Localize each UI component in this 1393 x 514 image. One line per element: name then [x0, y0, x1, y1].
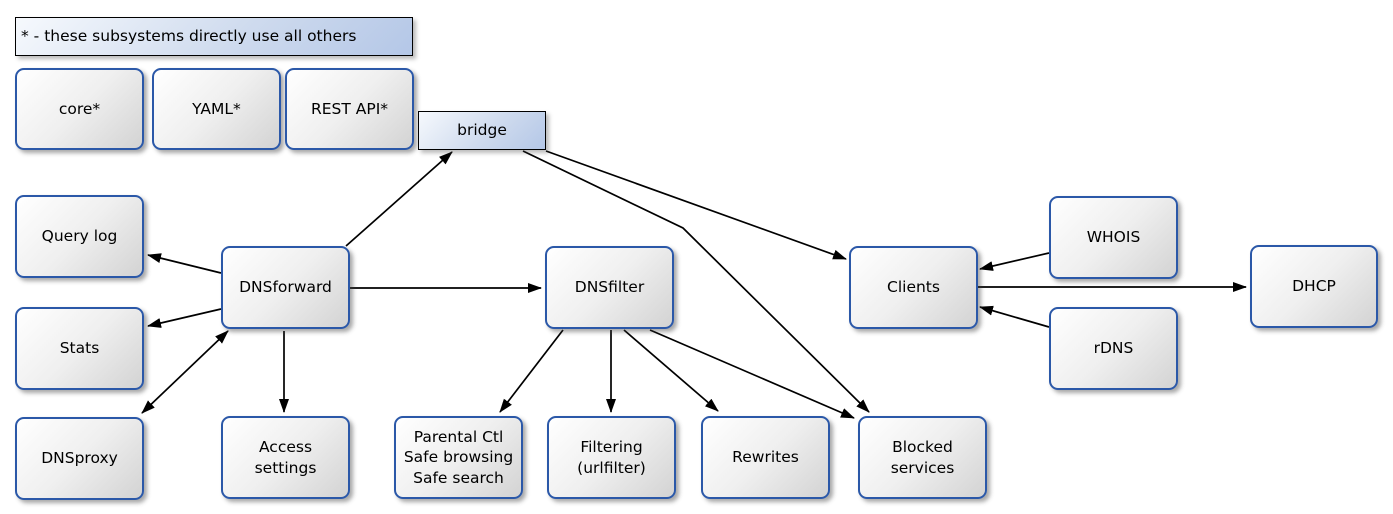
node-parental: Parental Ctl Safe browsing Safe search [394, 416, 523, 499]
node-filtering: Filtering (urlfilter) [547, 416, 676, 499]
node-dnsproxy: DNSproxy [15, 417, 144, 500]
node-stats: Stats [15, 307, 144, 390]
edge-dnsfilter-parental [499, 329, 564, 413]
edge-rdns-clients [979, 305, 1050, 328]
node-yaml: YAML* [152, 68, 281, 150]
node-query-log: Query log [15, 195, 144, 278]
node-dnsforward: DNSforward [221, 246, 350, 329]
edge-dnsforward-bridge [345, 151, 453, 247]
node-bridge: bridge [418, 111, 546, 150]
node-dhcp: DHCP [1250, 245, 1378, 328]
node-blocked-services: Blocked services [858, 416, 987, 499]
edge-dnsforward-stats [147, 308, 222, 328]
edge-dnsforward-query-log [147, 253, 222, 274]
node-core: core* [15, 68, 144, 150]
legend: * - these subsystems directly use all ot… [15, 17, 413, 56]
edge-whois-clients [979, 252, 1050, 271]
node-rest-api: REST API* [285, 68, 414, 150]
node-rdns: rDNS [1049, 307, 1178, 390]
edge-dnsforward-dnsproxy [141, 330, 229, 414]
node-access-settings: Access settings [221, 416, 350, 499]
edge-dnsfilter-rewrites [623, 329, 719, 412]
edge-bridge-clients [545, 150, 847, 260]
node-whois: WHOIS [1049, 196, 1178, 279]
node-clients: Clients [849, 246, 978, 329]
node-dnsfilter: DNSfilter [545, 246, 674, 329]
node-rewrites: Rewrites [701, 416, 830, 499]
edge-dnsfilter-blocked-services [649, 329, 855, 419]
